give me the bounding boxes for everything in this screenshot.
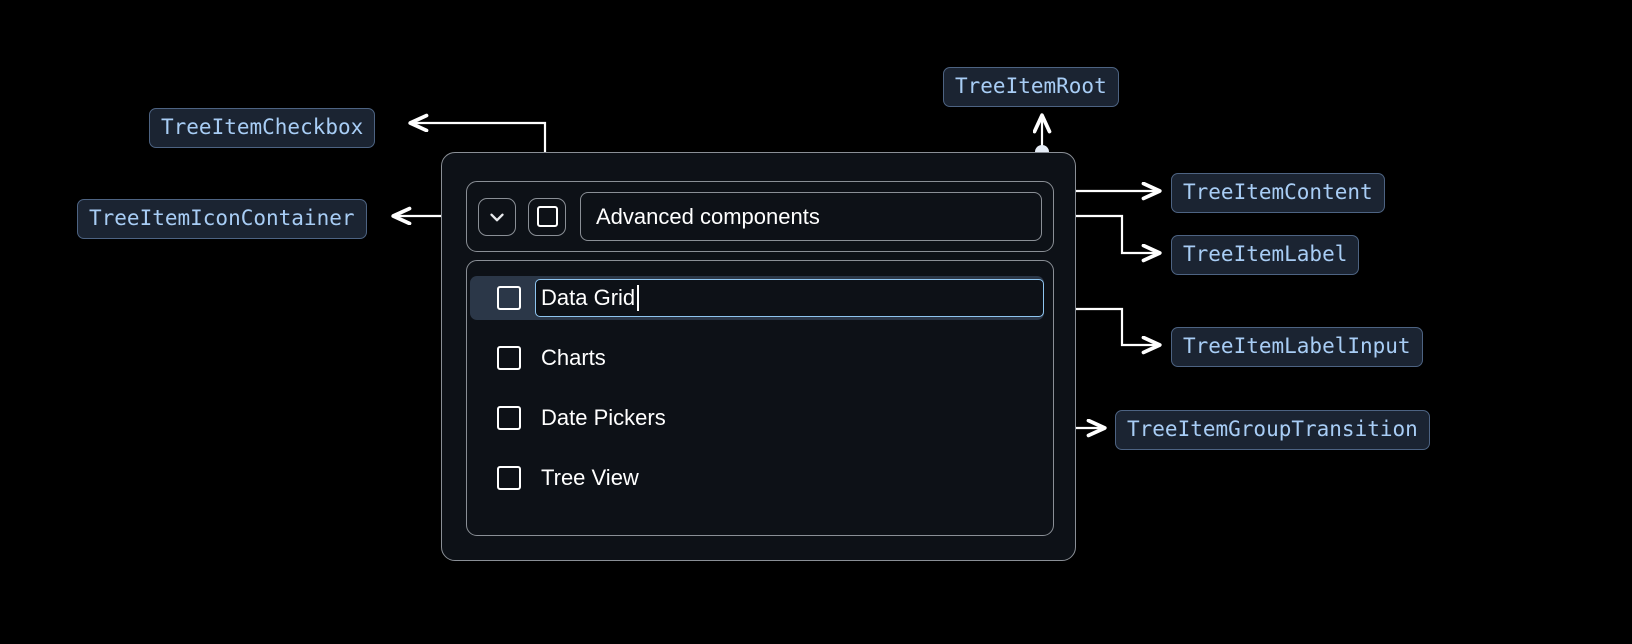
- tree-child-label: Tree View: [541, 465, 639, 490]
- tree-item-content[interactable]: Advanced components: [466, 181, 1054, 252]
- tree-item-icon-container[interactable]: [478, 197, 516, 236]
- tree-child-row-data-grid[interactable]: Data Grid: [470, 276, 1044, 320]
- tree-item-label-input-value: Data Grid: [541, 285, 636, 310]
- chevron-down-icon: [490, 213, 504, 221]
- annotation-tree-item-root: TreeItemRoot: [943, 67, 1119, 107]
- tree-child-checkbox[interactable]: [497, 346, 521, 370]
- tree-child-checkbox[interactable]: [497, 286, 521, 310]
- tree-item-root[interactable]: Advanced components Data Grid Charts Dat…: [441, 152, 1076, 561]
- tree-item-checkbox[interactable]: [528, 197, 566, 236]
- tree-child-checkbox[interactable]: [497, 466, 521, 490]
- tree-child-checkbox[interactable]: [497, 406, 521, 430]
- annotation-tree-item-group-transition: TreeItemGroupTransition: [1115, 410, 1430, 450]
- tree-child-row-tree-view[interactable]: Tree View: [467, 456, 1053, 500]
- annotation-tree-item-label: TreeItemLabel: [1171, 235, 1360, 275]
- annotation-tree-item-content: TreeItemContent: [1171, 173, 1385, 213]
- tree-item-label-text: Advanced components: [596, 203, 820, 229]
- tree-item-group-transition: Data Grid Charts Date Pickers Tree View: [466, 260, 1054, 536]
- annotation-tree-item-icon-container: TreeItemIconContainer: [77, 199, 367, 239]
- tree-item-label-input[interactable]: Data Grid: [535, 279, 1044, 317]
- tree-child-label: Charts: [541, 345, 606, 370]
- annotation-tree-item-label-input: TreeItemLabelInput: [1171, 327, 1423, 367]
- checkbox-square-icon: [536, 206, 558, 227]
- tree-child-row-date-pickers[interactable]: Date Pickers: [467, 396, 1053, 440]
- tree-item-label[interactable]: Advanced components: [580, 192, 1042, 241]
- tree-child-row-charts[interactable]: Charts: [467, 336, 1053, 380]
- annotation-tree-item-checkbox: TreeItemCheckbox: [149, 108, 376, 148]
- tree-child-label: Date Pickers: [541, 405, 666, 430]
- text-caret: [637, 285, 639, 311]
